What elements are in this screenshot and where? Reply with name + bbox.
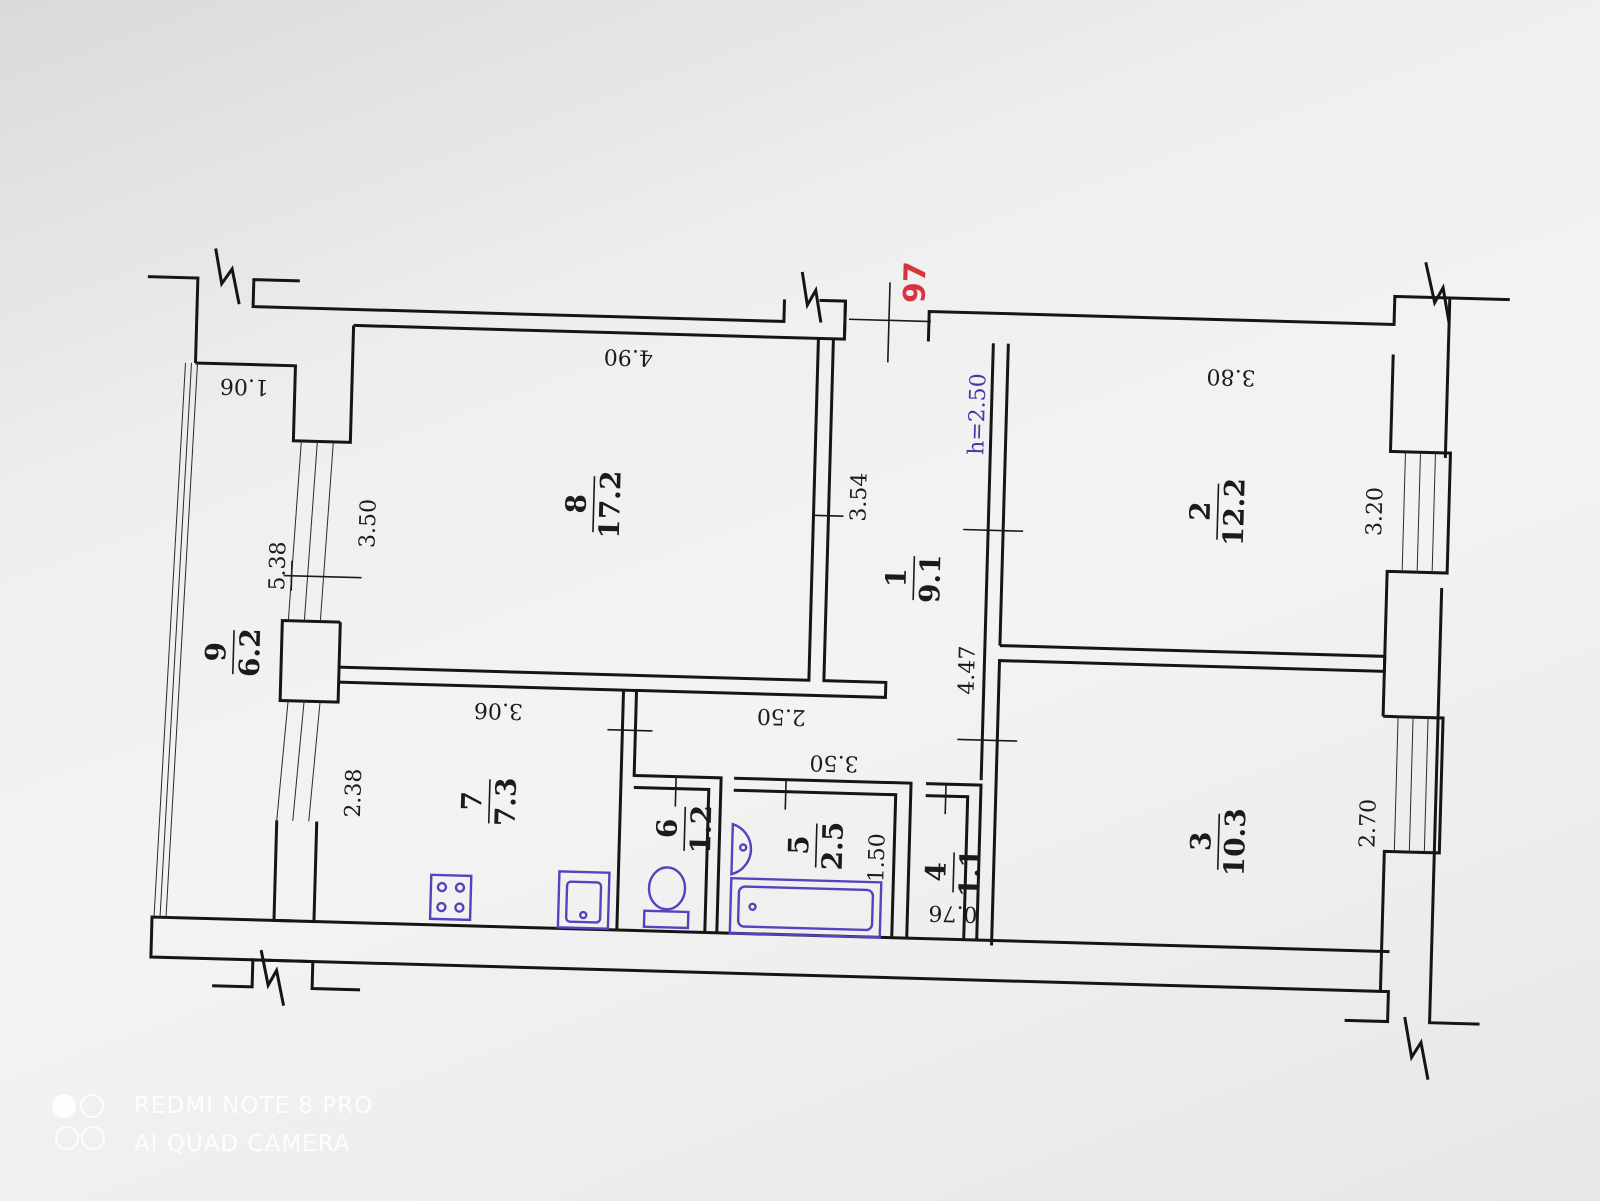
left-inner-wall-lower [278,618,342,704]
washbasin-icon [730,822,753,876]
dim-3-20: 3.20 [1362,487,1388,537]
svg-text:17.2: 17.2 [593,470,628,539]
svg-text:6: 6 [650,818,684,838]
room-6-label: 6 1.2 [650,805,718,855]
dim-4-90: 4.90 [604,343,654,369]
svg-text:2.5: 2.5 [816,821,850,871]
watermark-line-1: REDMI NOTE 8 PRO [134,1093,374,1119]
svg-text:8: 8 [559,493,593,513]
watermark-row-1: REDMI NOTE 8 PRO [52,1088,373,1124]
left-inner-wall [195,325,356,444]
dim-2-50: 2.50 [757,703,807,729]
wc-top-wall [633,785,711,933]
room7-right-wall [615,690,626,931]
dim-2-70: 2.70 [1355,799,1381,849]
room-3-label: 3 10.3 [1184,808,1253,877]
room-9-label: 9 6.2 [199,628,267,678]
right-outer-wall-lower [1428,587,1480,1026]
bathtub-icon [728,876,883,939]
entrance-left-jamb [842,301,847,340]
room-1-label: 1 9.1 [880,554,948,604]
svg-text:10.3: 10.3 [1218,808,1253,877]
dim-5-38: 5.38 [265,541,291,591]
room8-right-wall [339,338,820,682]
svg-text:1.2: 1.2 [684,805,718,855]
toilet-icon [642,866,690,930]
watermark-row-2: AI QUAD CAMERA [52,1124,373,1163]
dim-3-54: 3.54 [846,472,872,522]
balcony-outer-left-wall [147,275,200,364]
svg-text:5: 5 [782,835,816,855]
bottom-wall [149,915,1390,1024]
svg-text:4: 4 [919,862,953,882]
svg-text:7: 7 [455,791,489,811]
plan-number: 97 [897,261,933,304]
corridor-right-wall-2 [998,343,1010,646]
dim-3-06: 3.06 [474,697,524,723]
dim-3-50-room8: 3.50 [355,499,381,549]
watermark-line-2: AI QUAD CAMERA [134,1130,351,1157]
fixtures [428,822,883,939]
infinity-lens-icon [52,1124,110,1163]
dim-2-38: 2.38 [341,768,367,818]
bath-top-wall [734,776,913,939]
room-4-label: 4 1.1 [919,848,987,898]
right-inner-wall [1381,354,1453,717]
stove-icon [428,873,473,922]
room2-room3-divider [990,644,1387,946]
svg-text:12.2: 12.2 [1217,478,1252,547]
room-labels: 9 6.2 8 17.2 7 7.3 6 1.2 5 [199,470,1253,898]
top-wall-right [926,294,1510,342]
room8-bottom-wall [338,338,888,699]
top-wall-mid [353,298,848,341]
room-5-label: 5 2.5 [782,821,850,871]
dim-1-06: 1.06 [220,373,270,399]
break-line-bottom-right [1403,1016,1430,1080]
svg-text:1.1: 1.1 [953,848,987,898]
camera-watermark: REDMI NOTE 8 PRO AI QUAD CAMERA [52,1088,373,1163]
dim-1-50: 1.50 [864,833,890,883]
right-inner-wall-lower [1378,714,1445,992]
right-outer-wall [1443,297,1452,458]
svg-text:9.1: 9.1 [913,554,947,604]
room4-walls [925,782,983,941]
plan-drawing: 1.06 5.38 3.50 2.38 4.90 3.06 2.50 3.50 … [147,248,1510,1080]
dual-dot-icon [52,1094,110,1118]
room-2-label: 2 12.2 [1183,478,1252,547]
room-8-label: 8 17.2 [559,470,628,539]
room-7-label: 7 7.3 [455,777,523,827]
dim-3-50-wc: 3.50 [809,749,859,775]
room4-walls-inner [925,794,970,940]
break-line-top-right [1424,262,1451,324]
dim-0-76: 0.76 [928,900,978,926]
svg-text:3: 3 [1184,831,1218,851]
room7-right-wall-2 [632,690,723,933]
partitions [338,301,1387,946]
break-line-top-mid [800,271,823,323]
svg-text:1: 1 [880,567,914,587]
top-wall-left [251,278,787,323]
left-inner-wall-bottom [272,820,319,924]
svg-text:2: 2 [1183,501,1217,521]
svg-text:7.3: 7.3 [489,777,523,827]
bath-top-wall-inner [733,788,898,938]
svg-text:9: 9 [199,641,233,661]
bottom-wall-left-end [212,958,361,992]
corridor-right-wall [979,343,995,781]
break-line-top-left [214,248,241,305]
dim-4-47: 4.47 [955,645,981,695]
svg-text:6.2: 6.2 [233,628,267,678]
dimension-labels: 1.06 5.38 3.50 2.38 4.90 3.06 2.50 3.50 … [220,343,1389,926]
ceiling-height-label: h=2.50 [964,373,991,455]
dimension-ticks [283,282,1024,815]
dim-3-80: 3.80 [1206,363,1256,389]
kitchen-sink-icon [556,870,611,930]
break-line-bottom-left [259,949,286,1007]
